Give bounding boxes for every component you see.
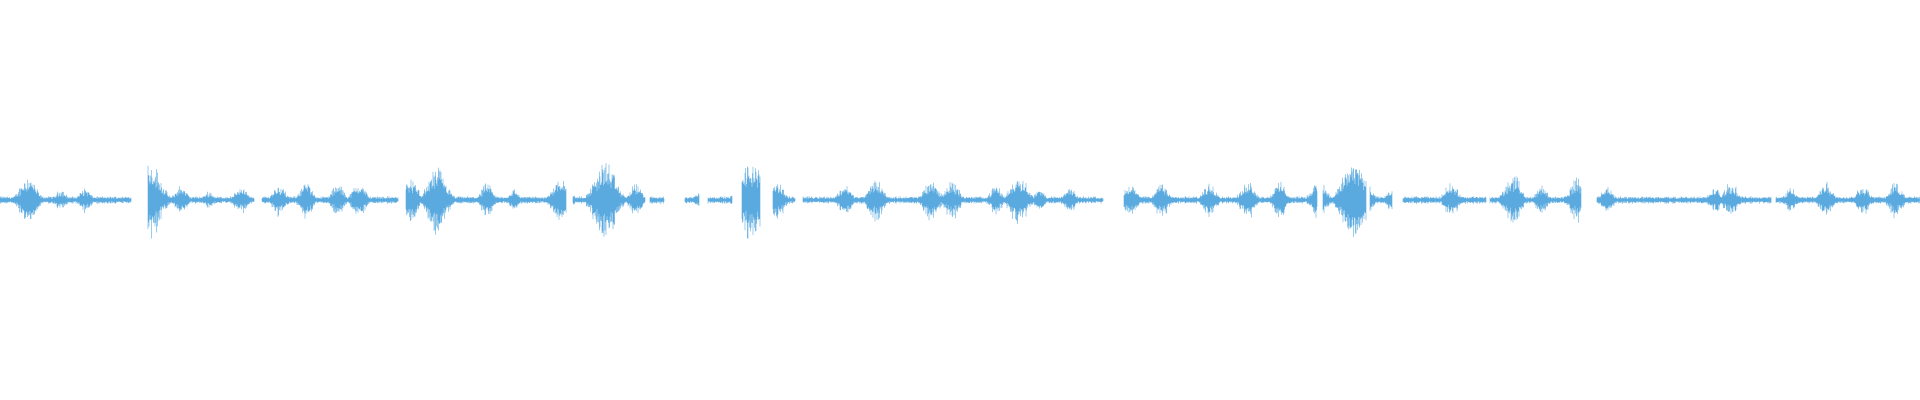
waveform-samples <box>0 163 1920 239</box>
waveform-trace <box>0 163 1920 239</box>
